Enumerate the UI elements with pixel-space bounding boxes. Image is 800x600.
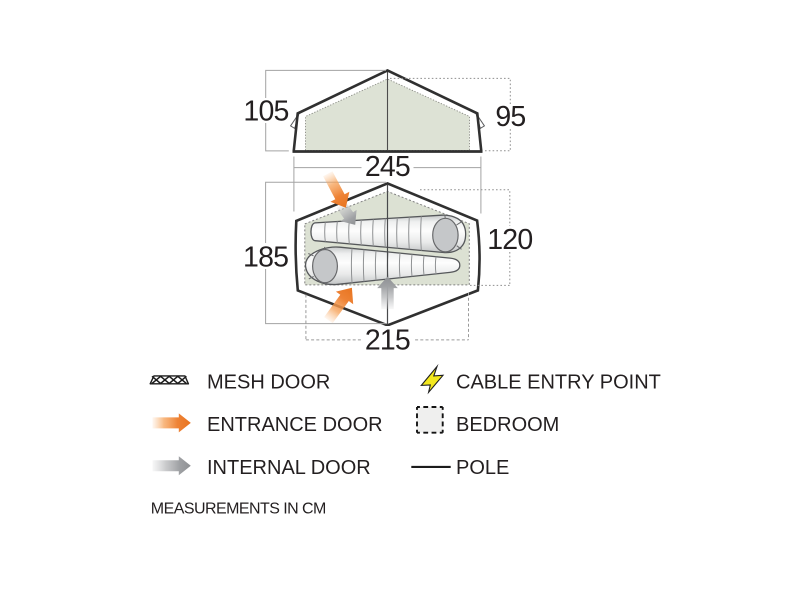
svg-text:105: 105 [243,96,288,128]
svg-text:MESH DOOR: MESH DOOR [207,371,330,393]
svg-text:215: 215 [365,325,410,357]
svg-text:ENTRANCE DOOR: ENTRANCE DOOR [207,414,383,436]
svg-text:120: 120 [487,224,532,256]
svg-text:BEDROOM: BEDROOM [456,414,559,436]
svg-text:185: 185 [243,242,288,274]
svg-text:INTERNAL DOOR: INTERNAL DOOR [207,457,371,479]
svg-text:245: 245 [365,151,410,183]
svg-text:95: 95 [495,101,525,133]
svg-text:CABLE ENTRY POINT: CABLE ENTRY POINT [456,371,661,393]
svg-text:POLE: POLE [456,457,509,479]
svg-text:MEASUREMENTS IN CM: MEASUREMENTS IN CM [151,501,326,518]
